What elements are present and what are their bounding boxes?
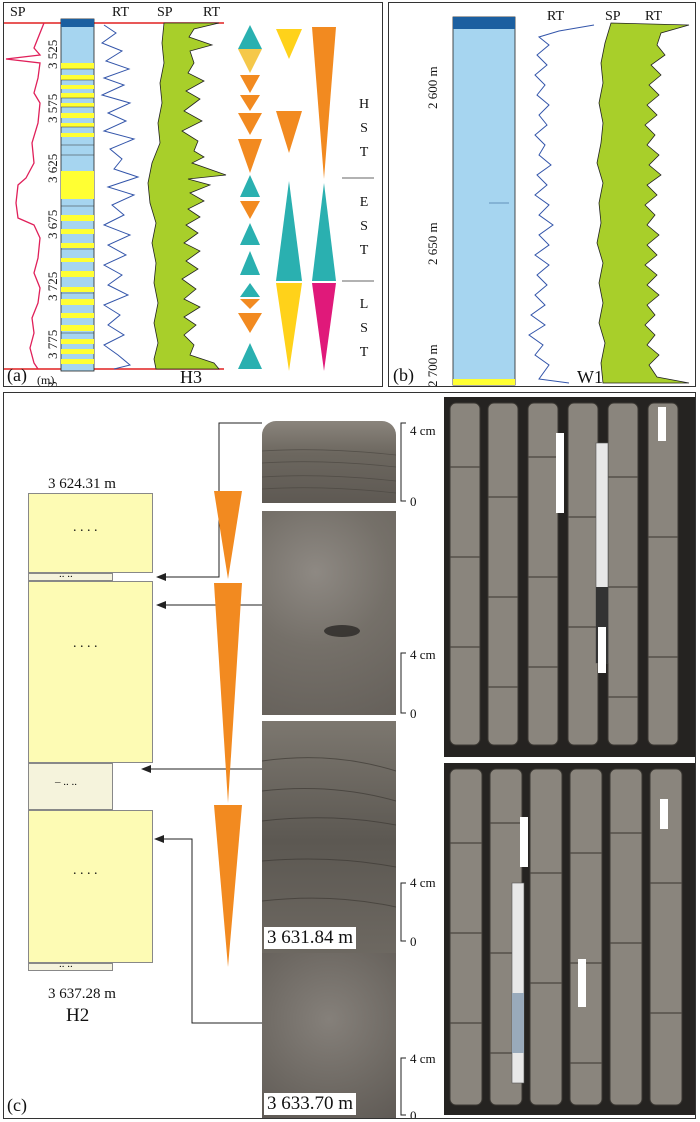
sp-header: SP xyxy=(10,5,26,20)
core-muddy-unit: .. .. xyxy=(28,958,113,971)
depth-tick: 2 650 m xyxy=(425,222,440,265)
depth-tick: 3 725 xyxy=(45,271,60,301)
rt-header-2: RT xyxy=(645,9,663,24)
core-sandstone-unit: . . . . xyxy=(28,810,153,963)
depth-tick: 2 600 m xyxy=(425,66,440,109)
well-name: H2 xyxy=(66,1005,90,1026)
core-photo-cross-bedded: 3 631.84 m xyxy=(262,721,396,961)
sp-header-2: SP xyxy=(157,5,173,20)
w1-log-graphics xyxy=(452,16,690,386)
depth-tick: 3 575 xyxy=(45,93,60,123)
depth-tick: 3 775 xyxy=(45,329,60,359)
core-photo-bioturbated: 3 633.70 m xyxy=(262,953,396,1118)
sp-area xyxy=(596,22,690,384)
photo-depth-label: 3 633.70 m xyxy=(264,1093,357,1115)
depth-tick: 3 625 xyxy=(45,153,60,183)
photo-depth-label: 3 631.84 m xyxy=(264,927,357,949)
scale-4cm: 4 cm xyxy=(410,647,436,662)
scale-0: 0 xyxy=(410,934,417,949)
scale-4cm: 4 cm xyxy=(410,423,436,438)
core-muddy-unit: – .. .. xyxy=(28,763,113,810)
sp-area xyxy=(147,22,227,370)
depth-unit: (m) xyxy=(37,373,55,387)
scale-4cm: 4 cm xyxy=(410,875,436,890)
core-photo-massive xyxy=(262,511,396,715)
panel-a-h3-log: SP RT SP RT xyxy=(3,2,383,387)
depth-tick: 3 675 xyxy=(45,209,60,239)
panel-label: (a) xyxy=(7,365,27,385)
sp-curve xyxy=(5,22,45,370)
panel-c-h2-core: 3 624.31 m . . . . .. .. . . . . – .. ..… xyxy=(3,392,696,1119)
scale-0: 0 xyxy=(410,494,417,509)
systems-tract-est: E S T xyxy=(359,195,369,258)
fining-upward-triangles xyxy=(214,491,242,967)
scale-0: 0 xyxy=(410,706,417,721)
scale-0: 0 xyxy=(410,1108,417,1119)
core-box-photo-lower xyxy=(444,763,695,1115)
well-name: W1 xyxy=(577,367,603,387)
well-name: H3 xyxy=(180,367,202,387)
core-photo-laminated-top xyxy=(262,421,396,503)
sp-header: SP xyxy=(605,9,621,24)
systems-tract-hst: H S T xyxy=(358,97,370,160)
systems-tract-lst: L S T xyxy=(359,297,369,360)
h3-log-graphics xyxy=(4,18,374,372)
rt-header: RT xyxy=(112,5,130,20)
rt-curve xyxy=(100,24,140,370)
panel-b-w1-log: RT SP RT 2 600 m 2 650 m 2 700 m (b) W1 xyxy=(388,2,696,387)
depth-tick: 2 700 m xyxy=(425,344,440,387)
scale-4cm: 4 cm xyxy=(410,1051,436,1066)
bottom-depth: 3 637.28 m xyxy=(48,986,116,1002)
lithology-column xyxy=(60,18,95,372)
core-sandstone-unit: . . . . xyxy=(28,581,153,763)
large-cycle-triangles xyxy=(312,27,336,371)
core-arrows-and-triangles xyxy=(141,422,406,1116)
core-box-photo-upper xyxy=(444,397,695,757)
depth-tick: 3 525 xyxy=(45,39,60,69)
panel-label: (b) xyxy=(393,365,414,385)
rt-curve xyxy=(528,24,595,384)
medium-cycle-triangles xyxy=(276,29,302,371)
top-depth: 3 624.31 m xyxy=(48,476,116,492)
core-sandstone-unit: . . . . xyxy=(28,493,153,573)
panel-label: (c) xyxy=(7,1095,27,1115)
core-muddy-unit: .. .. xyxy=(28,568,113,581)
rt-header-2: RT xyxy=(203,5,221,20)
rt-header: RT xyxy=(547,9,565,24)
small-cycle-triangles xyxy=(238,25,262,369)
